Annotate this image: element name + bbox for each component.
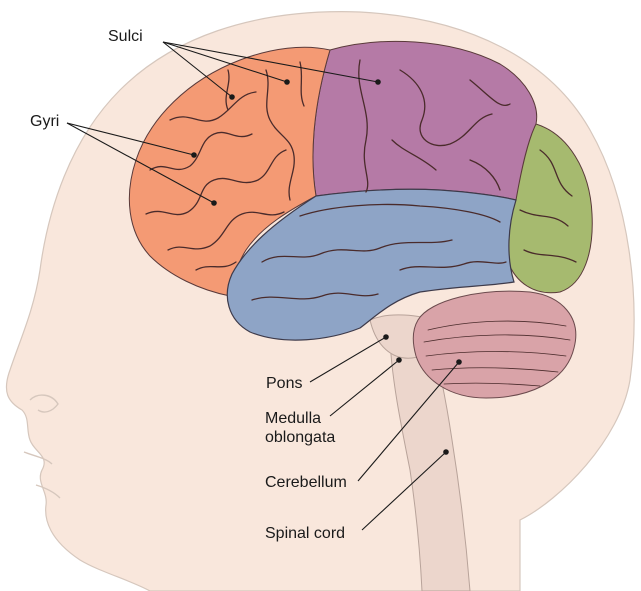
pons-leader: [309, 336, 387, 383]
sulci-leader-3: [162, 41, 379, 83]
chin-line: [35, 484, 61, 499]
occipital-folds: [519, 149, 577, 263]
sulci-label: Sulci: [108, 28, 143, 45]
cerebellum-leader: [357, 361, 460, 482]
cerebellum-folds: [423, 320, 571, 387]
gyri-leader-2: [66, 122, 215, 204]
sulci-leader-2: [162, 41, 288, 83]
spinal-cord-label: Spinal cord: [265, 525, 346, 542]
temporal-lobe: [226, 188, 517, 341]
medulla-oblongata-label: Medulla oblongata: [265, 409, 335, 447]
pons-label: Pons: [266, 375, 303, 392]
cerebellum-shape: [412, 290, 577, 399]
anchor-dots: [191, 79, 462, 455]
medulla-leader: [329, 359, 400, 417]
spinal-cord-leader: [361, 451, 447, 531]
spinal-cord-shape: [389, 339, 471, 591]
gyri-label: Gyri: [30, 113, 60, 130]
cerebellum-label: Cerebellum: [265, 474, 347, 491]
parietal-folds: [358, 59, 511, 193]
gyri-leader-1: [66, 122, 195, 156]
nostril-line: [29, 394, 59, 413]
sulci-leader-1: [162, 41, 233, 98]
leader-lines: [66, 41, 460, 531]
medulla-label-line1: Medulla: [265, 410, 322, 427]
medulla-label-line2: oblongata: [265, 429, 336, 446]
temporal-folds: [251, 203, 507, 301]
mouth-line: [23, 451, 53, 465]
frontal-folds: [145, 61, 305, 271]
